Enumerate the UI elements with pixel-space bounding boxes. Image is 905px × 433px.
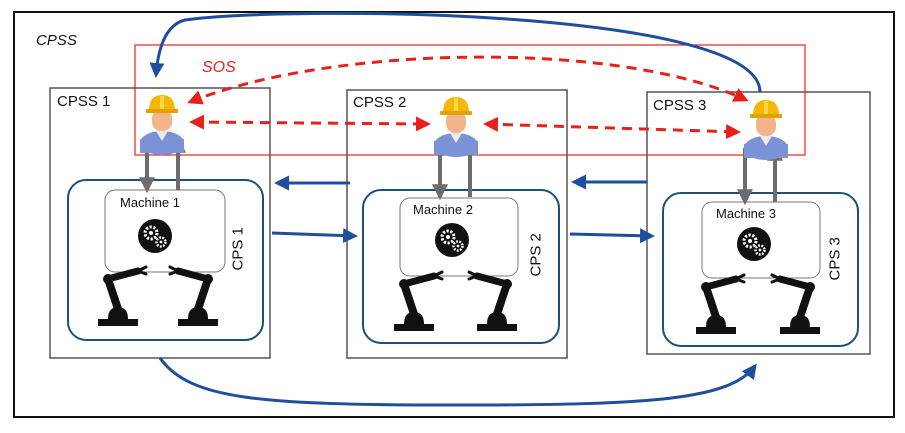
- gears-icon: [735, 225, 773, 263]
- bottom-flow-arc: [158, 357, 757, 407]
- cpss-label-2: CPSS 2: [353, 94, 407, 111]
- cpss-label-3: CPSS 3: [653, 97, 707, 114]
- outer-cpss-label: CPSS: [36, 32, 77, 49]
- machine-label-3: Machine 3: [716, 206, 776, 221]
- sos-label: SOS: [202, 59, 236, 76]
- worker-hardhat-icon: [140, 95, 184, 155]
- cpss-label-1: CPSS 1: [57, 93, 111, 110]
- sos-link-2-3: [483, 116, 741, 140]
- cps-label-1: CPS 1: [229, 227, 247, 271]
- cps-label-2: CPS 2: [527, 233, 545, 277]
- cps-label-3: CPS 3: [826, 237, 844, 281]
- gears-icon: [433, 221, 471, 259]
- machine-label-1: Machine 1: [120, 195, 180, 210]
- sos-arc-1-3: [187, 55, 749, 105]
- cpss-outer-frame: [13, 11, 895, 418]
- flow-arrow-1-to-2: [271, 228, 358, 244]
- gears-icon: [136, 217, 174, 255]
- machine-label-2: Machine 2: [413, 202, 473, 217]
- top-flow-arc: [149, 11, 762, 93]
- sos-link-1-2: [189, 114, 431, 132]
- flow-arrow-2-to-3: [569, 228, 655, 244]
- worker-hardhat-icon: [744, 100, 788, 160]
- worker-hardhat-icon: [434, 97, 478, 157]
